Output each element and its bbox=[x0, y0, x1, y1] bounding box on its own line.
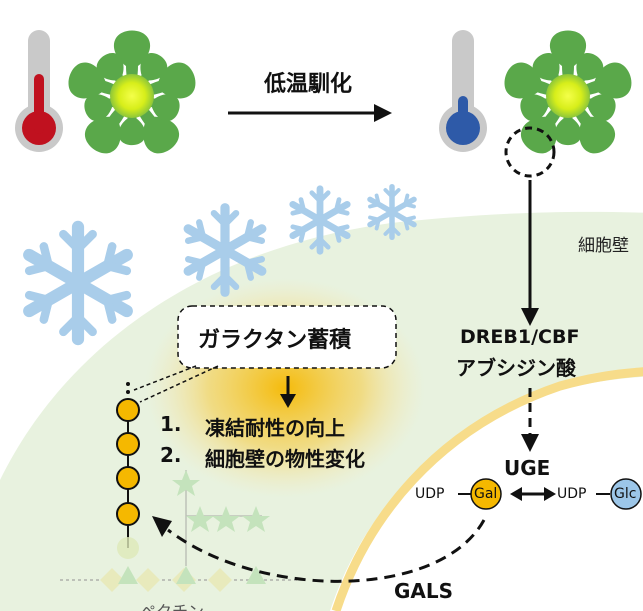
snowflake-medium bbox=[188, 208, 262, 293]
gals-arrow bbox=[152, 516, 486, 583]
gal-bead bbox=[116, 466, 140, 490]
callout-arrow bbox=[280, 376, 296, 408]
thermometer-cold-icon bbox=[439, 30, 487, 152]
gal-bead bbox=[116, 432, 140, 456]
epimerase-arrow bbox=[510, 487, 556, 501]
effect-2-text: 細胞壁の物性変化 bbox=[205, 447, 365, 471]
glc-bead-udp bbox=[610, 478, 642, 510]
uge-arrow bbox=[521, 388, 539, 452]
snowflake-large bbox=[29, 227, 127, 339]
signal-arrow bbox=[521, 180, 539, 326]
udp-gal-prefix: UDP bbox=[415, 486, 445, 502]
thermometer-warm-icon bbox=[15, 30, 63, 152]
gals-label: GALS bbox=[394, 579, 454, 603]
signal-line1: DREB1/CBF bbox=[460, 326, 580, 348]
pectin-label: ペクチン bbox=[140, 598, 204, 611]
snowflake-tiny bbox=[370, 187, 414, 238]
gal-bead bbox=[116, 502, 140, 526]
udp-glc-prefix: UDP bbox=[557, 486, 587, 502]
acclimation-label: 低温馴化 bbox=[264, 72, 353, 97]
uge-label: UGE bbox=[504, 456, 551, 480]
leaf-zoom-circle bbox=[504, 126, 556, 178]
galactan-chain bbox=[116, 382, 140, 559]
glc-label: Glc bbox=[614, 486, 637, 502]
acclimation-arrow bbox=[228, 104, 392, 122]
gal-bead bbox=[116, 398, 140, 422]
effect-2-number: 2. bbox=[160, 443, 182, 467]
effect-1-text: 凍結耐性の向上 bbox=[205, 416, 345, 440]
cell-wall-label: 細胞壁 bbox=[578, 236, 629, 256]
effect-1-number: 1. bbox=[160, 412, 182, 436]
gal-bead-udp bbox=[470, 478, 502, 510]
plant-cold-icon bbox=[500, 30, 636, 160]
snowflake-small bbox=[293, 189, 347, 252]
cell-membrane bbox=[331, 367, 643, 611]
gal-label: Gal bbox=[474, 486, 498, 502]
callout-box bbox=[177, 305, 397, 369]
plant-warm-icon bbox=[64, 30, 200, 160]
callout-text: ガラクタン蓄積 bbox=[198, 328, 352, 353]
signal-line2: アブシジン酸 bbox=[456, 356, 576, 380]
pectin-structure bbox=[60, 470, 300, 592]
